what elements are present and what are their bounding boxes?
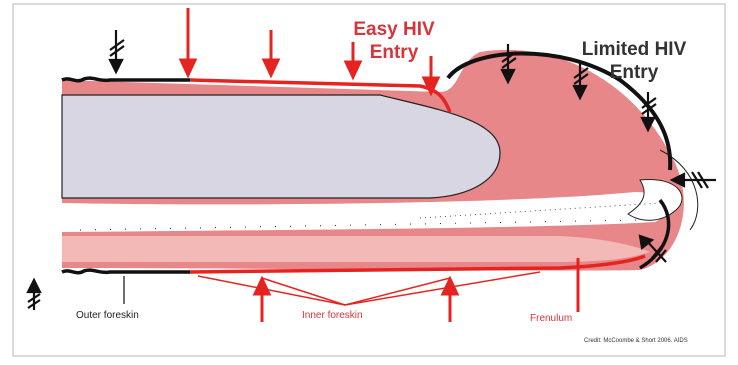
inner-foreskin-label: Inner foreskin	[302, 310, 363, 321]
shaft-inner-band	[62, 236, 650, 262]
easy-entry-line1: Easy HIV	[338, 18, 450, 41]
outer-skin-bottom	[62, 270, 190, 273]
frenulum-label: Frenulum	[530, 313, 572, 324]
limited-entry-title: Limited HIV Entry	[566, 38, 702, 84]
glans	[62, 95, 500, 198]
easy-entry-title: Easy HIV Entry	[338, 18, 450, 64]
outer-skin-top	[62, 78, 190, 81]
limited-entry-line1: Limited HIV	[566, 38, 702, 61]
credit-text: Credit: McCoombe & Short 2006. AIDS	[584, 338, 688, 344]
outer-foreskin-label: Outer foreskin	[76, 310, 139, 321]
easy-entry-line2: Entry	[338, 41, 450, 64]
limited-entry-line2: Entry	[566, 61, 702, 84]
